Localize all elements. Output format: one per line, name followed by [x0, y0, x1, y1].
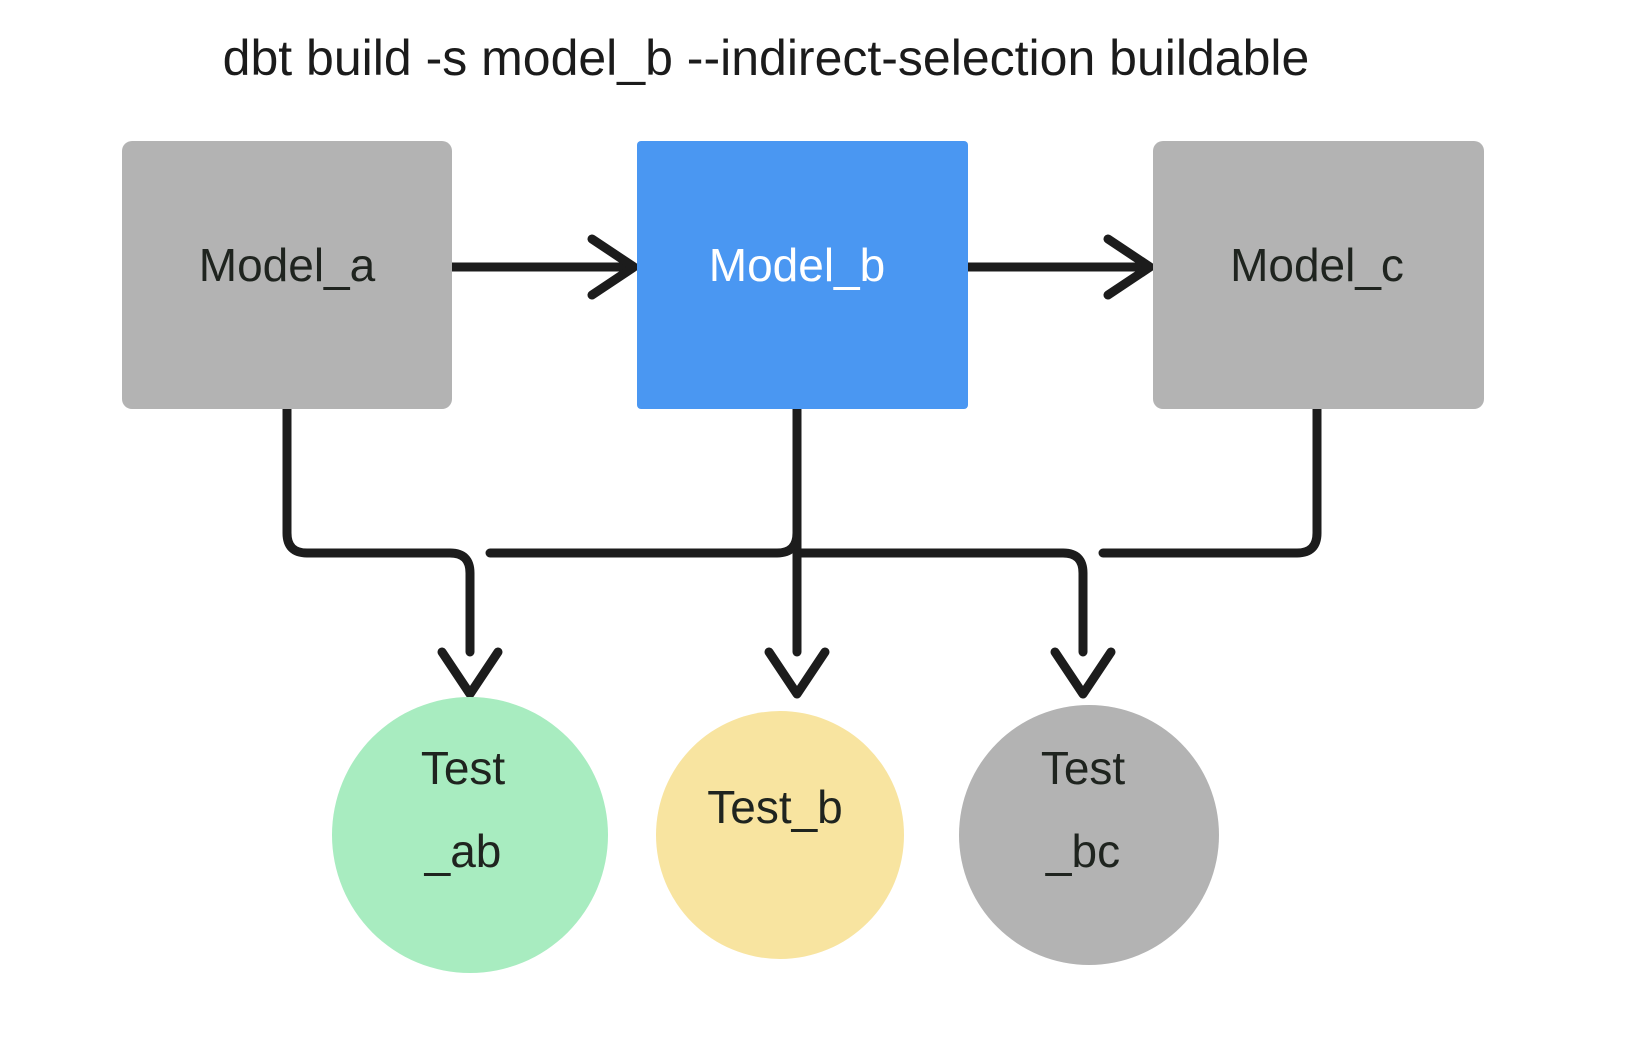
edge-model-b-to-model-c — [963, 234, 1155, 300]
edge-shaft — [485, 404, 802, 558]
edge-model-b-to-test-b — [764, 404, 830, 699]
test-ab-circle[interactable] — [332, 697, 608, 973]
node-test-b[interactable]: Test_b — [656, 711, 904, 959]
model-a-box[interactable] — [122, 141, 452, 409]
node-test-ab[interactable]: Test _ab — [332, 697, 608, 973]
arrowhead-icon — [587, 234, 639, 300]
edge-model-c-to-test-bc — [1098, 404, 1322, 558]
arrowhead-icon — [1103, 234, 1155, 300]
page-title: dbt build -s model_b --indirect-selectio… — [223, 30, 1310, 86]
edge-model-b-to-test-ab — [485, 404, 802, 558]
test-ab-label-line2: _ab — [424, 825, 502, 877]
edge-shaft — [792, 548, 1088, 657]
test-bc-circle[interactable] — [959, 705, 1219, 965]
test-bc-label-line1: Test — [1041, 742, 1126, 794]
edge-shaft — [282, 404, 475, 657]
model-c-box[interactable] — [1153, 141, 1484, 409]
test-b-label-line1: Test_b — [707, 781, 843, 833]
arrowhead-icon — [437, 647, 503, 699]
arrowhead-icon — [1050, 647, 1116, 699]
node-model-c[interactable]: Model_c — [1153, 141, 1484, 409]
test-bc-label-line2: _bc — [1045, 825, 1120, 877]
node-model-b[interactable]: Model_b — [637, 141, 968, 409]
test-ab-label-line1: Test — [421, 742, 506, 794]
model-a-label: Model_a — [199, 239, 376, 291]
edge-model-a-to-test-ab — [282, 404, 503, 699]
edge-model-b-to-test-bc — [792, 548, 1116, 699]
edge-model-a-to-model-b — [447, 234, 639, 300]
model-b-label: Model_b — [709, 239, 885, 291]
arrowhead-icon — [764, 647, 830, 699]
edge-shaft — [1098, 404, 1322, 558]
model-c-label: Model_c — [1230, 239, 1404, 291]
node-model-a[interactable]: Model_a — [122, 141, 452, 409]
model-b-box[interactable] — [637, 141, 968, 409]
test-b-circle[interactable] — [656, 711, 904, 959]
node-test-bc[interactable]: Test _bc — [959, 705, 1219, 965]
